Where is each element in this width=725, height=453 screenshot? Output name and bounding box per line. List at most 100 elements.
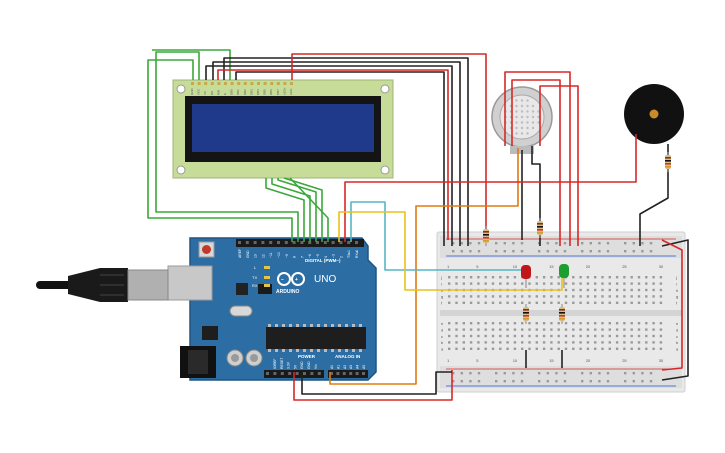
- lcd-pin-label: DB1: [236, 89, 240, 95]
- wire-cyan: [350, 201, 526, 271]
- lcd-pin-label: DB4: [256, 89, 260, 95]
- lcd-pin-label: LED-: [289, 88, 293, 95]
- usb-port: [167, 265, 213, 301]
- digital-pin-label: ~9: [285, 254, 289, 258]
- analog-pin-label: A0: [330, 365, 334, 369]
- bb-row-label: g: [441, 294, 443, 299]
- wire-red: [504, 71, 571, 246]
- bb-row-label: j: [440, 275, 442, 280]
- wire-yellow: [338, 211, 563, 291]
- lcd-pin-label: DB6: [269, 89, 273, 95]
- wire-red: [217, 69, 449, 240]
- led-label-tx: TX: [252, 275, 257, 280]
- lcd-pin-label: DB7: [276, 89, 280, 95]
- wire-red: [291, 53, 487, 240]
- bb-row-label: h: [676, 288, 678, 293]
- analog-pin-label: A4: [356, 365, 360, 369]
- lcd-pin-label: E: [223, 93, 227, 95]
- analog-pin-label: A2: [343, 365, 347, 369]
- bb-col-label: 10: [513, 358, 518, 363]
- wire-red: [293, 370, 453, 401]
- lcd-pin-label: DB3: [249, 89, 253, 95]
- bb-row-label: e: [441, 321, 444, 326]
- bb-row-label: d: [676, 327, 678, 332]
- wire-red: [511, 79, 561, 246]
- wire-green: [265, 178, 305, 242]
- power-pin-label: RESET: [280, 358, 284, 369]
- resistor: [559, 304, 565, 324]
- led-label-rx: RX: [252, 283, 258, 288]
- arduino-logo: − +: [277, 272, 305, 286]
- digital-pin-label: AREF: [238, 249, 242, 258]
- bb-col-label: 10: [513, 264, 518, 269]
- resistor: [523, 304, 529, 324]
- atmega-chip: [266, 327, 366, 349]
- gas-sensor: [491, 86, 553, 154]
- bb-col-label: 15: [549, 264, 554, 269]
- wire-green: [271, 178, 311, 242]
- arduino-logo-text: ARDUINO: [276, 289, 299, 295]
- lcd-pin-label: GND: [190, 88, 194, 96]
- analog-pin-label: A5: [362, 365, 366, 369]
- bb-col-label: 30: [659, 264, 664, 269]
- wire-black: [531, 146, 541, 246]
- lcd-pin-label: VCC: [197, 88, 201, 95]
- bb-row-label: c: [441, 334, 443, 339]
- digital-pin-label: 2: [339, 256, 343, 258]
- arduino-uno: L TX RX − + ARDUINO UNO DIGITAL (PWM~) P…: [167, 237, 377, 381]
- bb-col-label: 20: [586, 358, 591, 363]
- voltage-regulator: [202, 326, 218, 340]
- resistor: [483, 226, 489, 246]
- digital-pin-label: ~10: [277, 252, 281, 258]
- lcd-pin-label: V0: [203, 91, 207, 95]
- svg-text:+: +: [295, 277, 298, 283]
- wire-green: [289, 177, 329, 242]
- wire-black: [205, 65, 453, 246]
- lcd-pin-label: DB2: [243, 89, 247, 95]
- power-label: POWER: [298, 354, 316, 359]
- wire-black: [639, 144, 669, 246]
- bb-col-label: 1: [447, 264, 450, 269]
- bb-row-label: c: [676, 334, 678, 339]
- analog-in-label: ANALOG IN: [335, 354, 360, 359]
- bb-row-label: e: [676, 321, 679, 326]
- resistors: [483, 152, 671, 324]
- wire-green: [155, 51, 299, 242]
- digital-pin-label: 4: [324, 256, 328, 258]
- bb-row-label: i: [441, 281, 442, 286]
- digital-pin-label: 13: [254, 254, 258, 258]
- crystal: [229, 305, 253, 317]
- digital-pin-label: 8: [293, 256, 297, 258]
- bb-row-label: f: [676, 301, 678, 306]
- analog-pin-label: A3: [349, 365, 353, 369]
- bb-col-label: 30: [659, 358, 664, 363]
- bb-row-label: d: [441, 327, 443, 332]
- bb-row-label: a: [676, 347, 679, 352]
- lcd-pin-label: LED+: [282, 87, 286, 95]
- wire-green: [283, 177, 323, 242]
- digital-pin-label: ~6: [308, 254, 312, 258]
- digital-pin-label: 7: [300, 256, 304, 258]
- led-green: [559, 264, 569, 288]
- bb-row-label: a: [441, 347, 444, 352]
- piezo-buzzer: [624, 84, 684, 144]
- wire-black: [301, 371, 452, 395]
- analog-pin-label: A1: [336, 365, 340, 369]
- wire-green: [147, 59, 293, 242]
- bb-col-label: 25: [622, 264, 627, 269]
- lcd-pin-label: DB5: [263, 89, 267, 95]
- bb-col-label: 20: [586, 264, 591, 269]
- power-pin-label: 3.3V: [287, 361, 291, 369]
- digital-pin-label: ~5: [316, 254, 320, 258]
- digital-pin-label: ~11: [269, 252, 273, 258]
- bb-row-label: j: [675, 275, 677, 280]
- digital-pin-label: TX▸1: [347, 250, 351, 258]
- resistor: [665, 152, 671, 172]
- wire-black: [223, 57, 469, 246]
- bb-col-label: 5: [476, 358, 479, 363]
- wire-red: [661, 239, 683, 371]
